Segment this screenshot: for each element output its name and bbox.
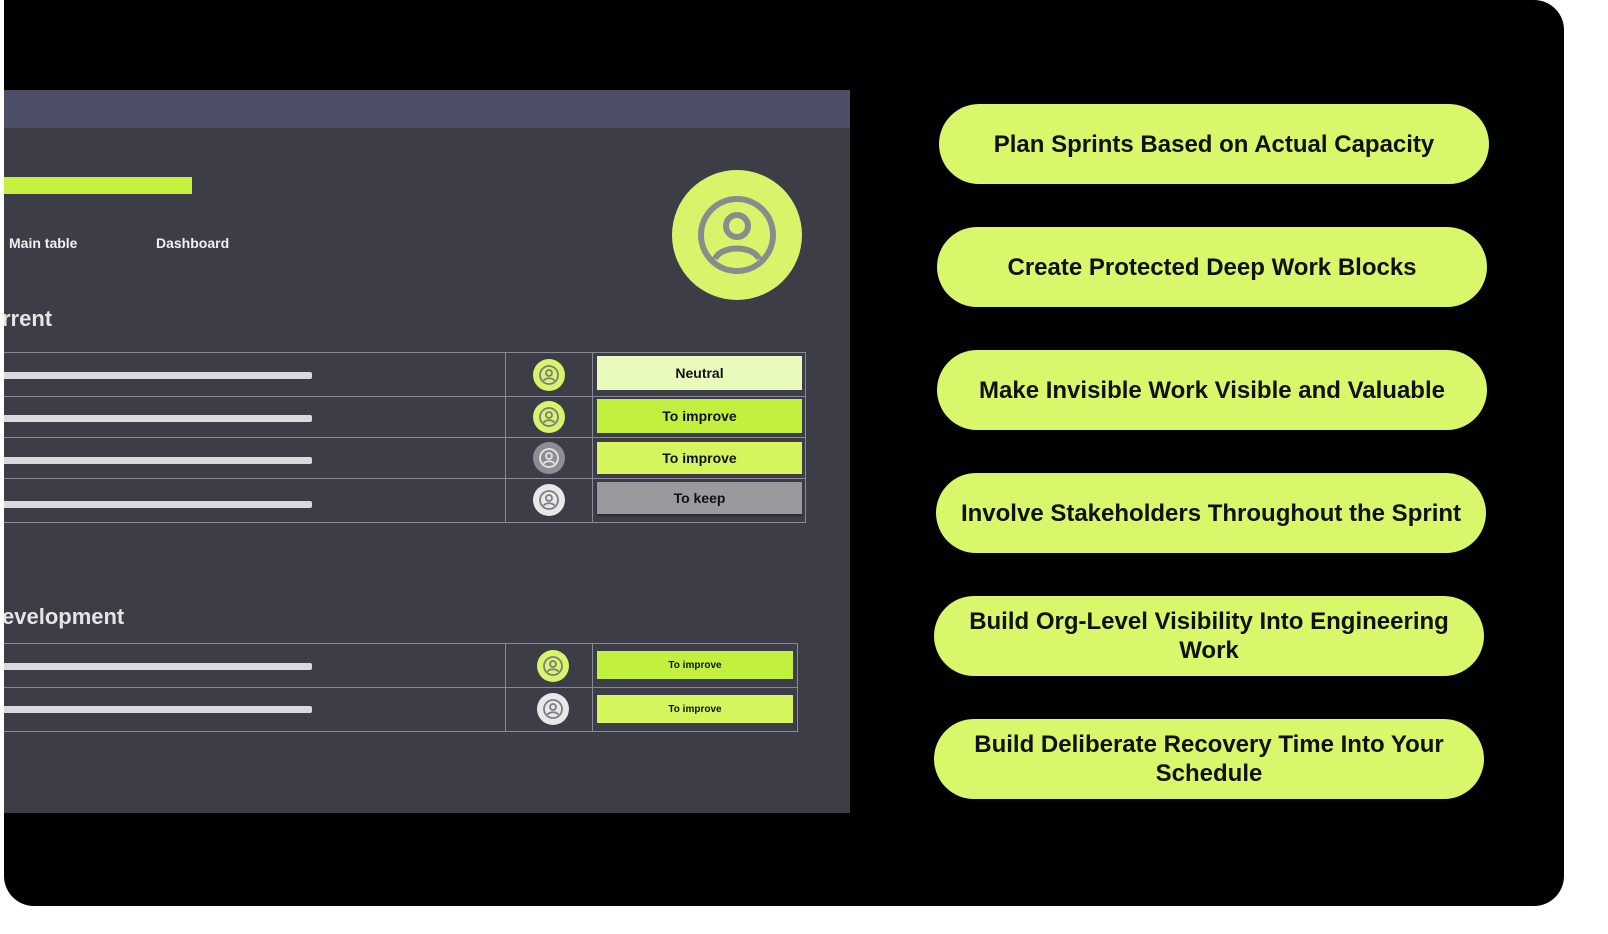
- tab-dashboard[interactable]: Dashboard: [156, 235, 230, 251]
- table-row[interactable]: To improve: [4, 688, 797, 731]
- pill-plan-sprints[interactable]: Plan Sprints Based on Actual Capacity: [939, 104, 1489, 184]
- app-topbar: [4, 90, 850, 128]
- row-title-placeholder: [4, 457, 312, 464]
- table-row[interactable]: To improve: [4, 397, 805, 438]
- table-row[interactable]: Neutral: [4, 353, 805, 397]
- app-window: Main table Dashboard rrent Neutral: [4, 90, 850, 813]
- status-badge[interactable]: To improve: [597, 442, 802, 474]
- pill-protected-deep-work[interactable]: Create Protected Deep Work Blocks: [937, 227, 1487, 307]
- status-badge[interactable]: To improve: [597, 651, 793, 679]
- status-badge[interactable]: To improve: [597, 695, 793, 723]
- row-title-placeholder: [4, 663, 312, 670]
- user-icon: [539, 490, 559, 510]
- profile-avatar[interactable]: [672, 170, 802, 300]
- table-current: Neutral To improve: [4, 352, 806, 523]
- row-title-placeholder: [4, 501, 312, 508]
- table-row[interactable]: To improve: [4, 438, 805, 479]
- section-title-current: rrent: [4, 306, 53, 331]
- pill-involve-stakeholders[interactable]: Involve Stakeholders Throughout the Spri…: [936, 473, 1486, 553]
- row-avatar[interactable]: [533, 442, 565, 474]
- table-row[interactable]: To keep: [4, 479, 805, 522]
- tab-main-table[interactable]: Main table: [9, 235, 78, 251]
- table-row[interactable]: To improve: [4, 644, 797, 688]
- user-icon: [539, 365, 559, 385]
- user-icon: [539, 448, 559, 468]
- row-title-placeholder: [4, 706, 312, 713]
- pill-invisible-work[interactable]: Make Invisible Work Visible and Valuable: [937, 350, 1487, 430]
- row-avatar[interactable]: [533, 359, 565, 391]
- title-accent-bar: [4, 177, 192, 194]
- pill-org-visibility[interactable]: Build Org-Level Visibility Into Engineer…: [934, 596, 1484, 676]
- user-icon: [543, 699, 563, 719]
- table-development: To improve To improve: [4, 643, 798, 732]
- frame: Main table Dashboard rrent Neutral: [4, 0, 1564, 906]
- row-avatar[interactable]: [533, 401, 565, 433]
- user-circle-icon: [698, 196, 776, 274]
- status-badge[interactable]: To keep: [597, 482, 802, 514]
- section-title-development: evelopment: [4, 604, 125, 629]
- status-badge[interactable]: Neutral: [597, 356, 802, 390]
- row-title-placeholder: [4, 415, 312, 422]
- row-title-placeholder: [4, 372, 312, 379]
- user-icon: [543, 656, 563, 676]
- pill-recovery-time[interactable]: Build Deliberate Recovery Time Into Your…: [934, 719, 1484, 799]
- row-avatar[interactable]: [533, 484, 565, 516]
- row-avatar[interactable]: [537, 693, 569, 725]
- status-badge[interactable]: To improve: [597, 399, 802, 433]
- user-icon: [539, 407, 559, 427]
- row-avatar[interactable]: [537, 650, 569, 682]
